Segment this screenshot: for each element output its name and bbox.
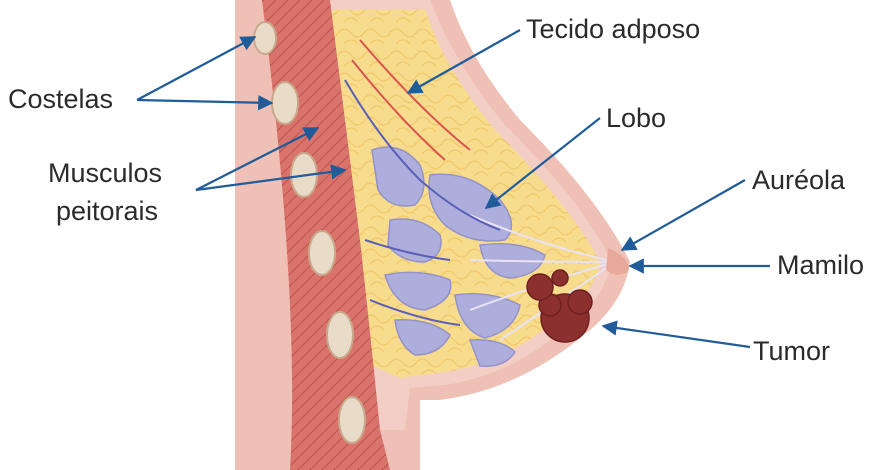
label-tecido-adiposo: Tecido adposo	[526, 14, 700, 44]
label-musculos-line2: peitorais	[56, 196, 158, 226]
label-lobo: Lobo	[606, 103, 666, 133]
label-aureola: Auréola	[752, 165, 845, 195]
label-mamilo: Mamilo	[777, 250, 864, 280]
label-tumor: Tumor	[753, 336, 830, 366]
arrow-tumor	[603, 326, 750, 347]
rib-1	[254, 22, 276, 54]
label-costelas: Costelas	[8, 84, 113, 114]
rib-6	[339, 397, 365, 443]
label-musculos-line1: Musculos	[48, 158, 162, 188]
rib-5	[327, 312, 353, 358]
rib-4	[309, 231, 335, 275]
arrow-aureola	[622, 180, 745, 250]
rib-2	[272, 82, 298, 124]
